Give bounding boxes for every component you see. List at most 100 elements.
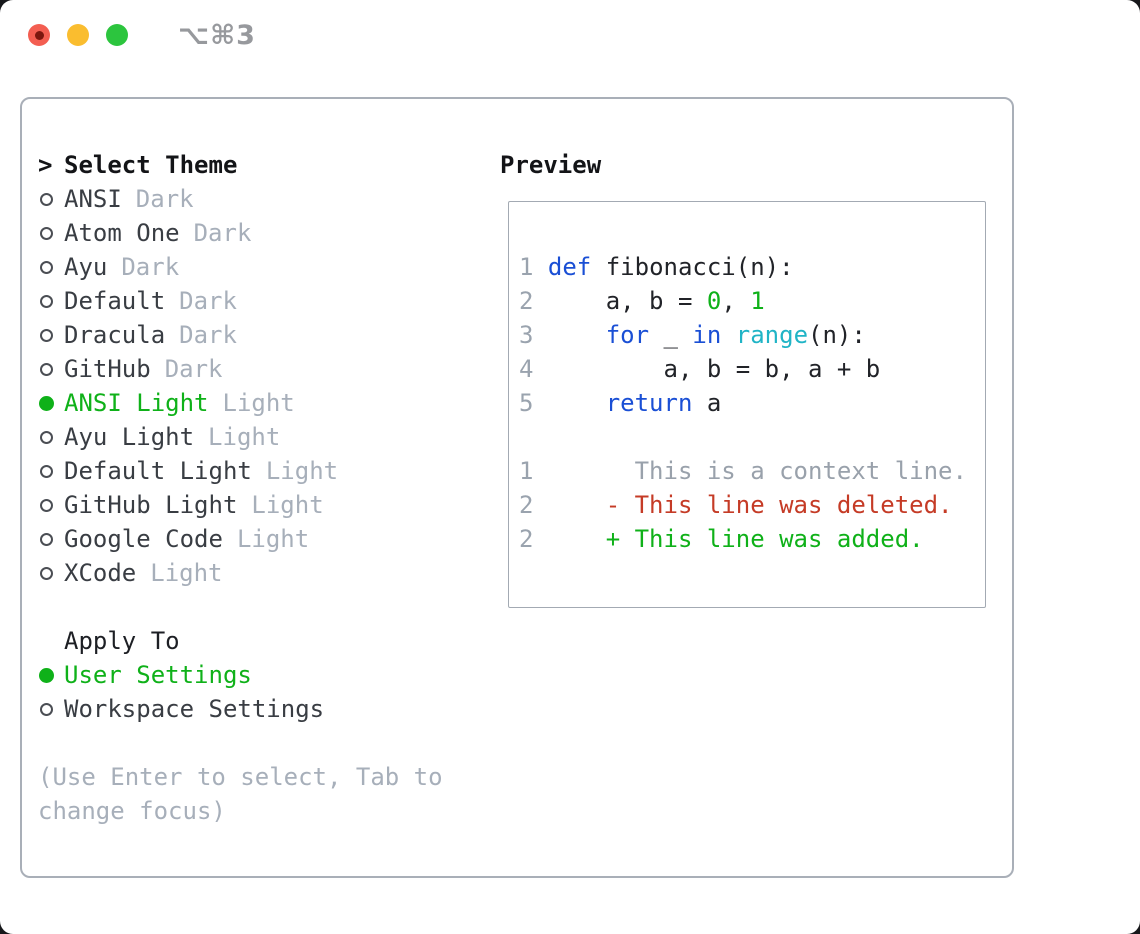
option-label: Default Light [64,457,252,485]
line-number: 1 [519,253,548,281]
theme-list-column: > Select Theme ANSI Dark Atom One Dark A… [38,148,468,828]
radio-selected-icon [39,667,54,683]
theme-option-default[interactable]: Default Dark [38,284,468,318]
option-label: User Settings [64,661,252,689]
radio-icon [40,192,53,206]
option-label: ANSI Light [64,389,209,417]
line-number: 2 [519,287,548,315]
option-label: Dracula [64,321,166,349]
radio-icon [40,430,53,444]
select-theme-title: Select Theme [64,151,238,179]
select-theme-header: > Select Theme [38,148,468,182]
line-content: This is a context line. [547,457,967,485]
line-number: 1 [519,457,548,485]
unsaved-dot-icon [34,30,44,40]
line-content: def fibonacci(n): [547,253,794,281]
theme-option-ayu[interactable]: Ayu Dark [38,250,468,284]
option-variant-label: Light [236,525,310,553]
radio-icon [40,498,53,512]
option-label: Google Code [64,525,223,553]
line-content: for _ in range(n): [605,321,866,349]
radio-selected-icon [39,395,54,411]
apply-to-title: Apply To [64,627,180,655]
theme-options-list: ANSI Dark Atom One Dark Ayu Dark Default… [38,182,468,590]
blank-line [38,590,468,624]
preview-title: Preview [500,151,602,179]
theme-option-ansi[interactable]: ANSI Dark [38,182,468,216]
option-variant-label: Dark [121,253,180,281]
option-variant-label: Dark [179,287,237,315]
option-variant-label: Light [150,559,223,587]
option-label: Atom One [64,219,180,247]
option-label: Ayu Light [64,423,195,451]
option-variant-label: Dark [179,321,237,349]
option-label: Ayu [64,253,108,281]
theme-option-atom-one[interactable]: Atom One Dark [38,216,468,250]
radio-icon [40,532,53,546]
theme-option-google-code[interactable]: Google Code Light [38,522,468,556]
line-content: return a [605,389,722,417]
theme-option-ayu-light[interactable]: Ayu Light Light [38,420,468,454]
radio-icon [40,260,53,274]
diff-preview: 1 This is a context line.2 - This line w… [519,454,985,556]
radio-icon [40,226,53,240]
apply-to-options-list: User Settings Workspace Settings [38,658,468,726]
diff-line: 2 - This line was deleted. [519,488,985,522]
theme-option-xcode[interactable]: XCode Light [38,556,468,590]
theme-option-dracula[interactable]: Dracula Dark [38,318,468,352]
theme-option-ansi-light[interactable]: ANSI Light Light [38,386,468,420]
radio-icon [40,464,53,478]
prompt-icon: > [38,151,53,179]
help-text: (Use Enter to select, Tab to change focu… [38,763,443,825]
titlebar: ⌥⌘3 [0,0,1140,70]
close-button[interactable] [28,24,50,46]
window-shortcut-label: ⌥⌘3 [178,19,256,51]
code-line: 2 a, b = 0, 1 [519,284,985,318]
code-line: 1 def fibonacci(n): [519,250,985,284]
line-content: a, b = b, a + b [547,355,881,383]
maximize-button[interactable] [106,24,128,46]
option-label: XCode [64,559,137,587]
option-variant-label: Dark [135,185,194,213]
radio-icon [40,362,53,376]
diff-line: 2 + This line was added. [519,522,985,556]
option-variant-label: Light [265,457,339,485]
code-line: 5 return a [519,386,985,420]
option-label: GitHub Light [64,491,238,519]
diff-line: 1 This is a context line. [519,454,985,488]
blank-line [38,726,468,760]
option-label: GitHub [64,355,151,383]
radio-icon [40,328,53,342]
line-content: - This line was deleted. [547,491,953,519]
line-number: 3 [519,321,548,349]
option-label: Workspace Settings [64,695,325,723]
radio-icon [40,294,53,308]
line-number: 5 [519,389,548,417]
option-variant-label: Light [208,423,281,451]
option-variant-label: Dark [193,219,252,247]
line-number: 2 [519,491,548,519]
code-line: 4 a, b = b, a + b [519,352,985,386]
radio-icon [40,566,53,580]
theme-option-github[interactable]: GitHub Dark [38,352,468,386]
radio-icon [40,702,53,716]
theme-option-github-light[interactable]: GitHub Light Light [38,488,468,522]
option-label: ANSI [64,185,122,213]
minimize-button[interactable] [67,24,89,46]
theme-selector-panel: > Select Theme ANSI Dark Atom One Dark A… [20,97,1014,878]
code-line: 3 for _ in range(n): [519,318,985,352]
theme-option-default-light[interactable]: Default Light Light [38,454,468,488]
option-variant-label: Light [251,491,324,519]
apply-option-user-settings[interactable]: User Settings [38,658,468,692]
apply-option-workspace-settings[interactable]: Workspace Settings [38,692,468,726]
line-content: + This line was added. [547,525,924,553]
line-number: 4 [519,355,548,383]
apply-to-header: Apply To [38,624,468,658]
line-content: a, b = 0, 1 [547,287,765,315]
option-variant-label: Light [222,389,295,417]
option-label: Default [64,287,166,315]
option-variant-label: Dark [164,355,223,383]
